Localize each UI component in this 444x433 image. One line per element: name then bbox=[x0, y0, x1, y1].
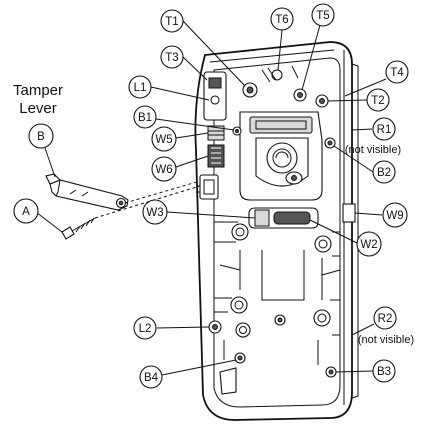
callout-t4: T4 bbox=[385, 60, 409, 84]
svg-text:W6: W6 bbox=[155, 164, 172, 176]
svg-text:B1: B1 bbox=[138, 112, 152, 124]
callout-b: B bbox=[28, 123, 54, 149]
assembly-line bbox=[124, 180, 201, 204]
tamper-switch bbox=[199, 174, 219, 200]
callout-w9: W9 bbox=[382, 202, 408, 228]
callout-t2: T2 bbox=[366, 88, 390, 112]
callout-r2: R2 bbox=[373, 306, 397, 330]
svg-text:T1: T1 bbox=[165, 16, 178, 28]
svg-text:R1: R1 bbox=[377, 124, 392, 136]
tamper-lever-part bbox=[45, 173, 129, 211]
cam-disc bbox=[266, 142, 298, 174]
callout-w2: W2 bbox=[356, 231, 382, 257]
svg-text:T4: T4 bbox=[390, 67, 404, 79]
top-assembly bbox=[203, 65, 329, 121]
svg-text:L2: L2 bbox=[139, 323, 152, 335]
svg-text:R2: R2 bbox=[378, 313, 393, 325]
callout-a: A bbox=[13, 198, 39, 224]
callout-w5: W5 bbox=[151, 126, 177, 152]
screw-a-part bbox=[61, 217, 96, 240]
svg-text:T5: T5 bbox=[316, 10, 329, 22]
leader-lines bbox=[35, 20, 387, 376]
svg-text:B4: B4 bbox=[144, 372, 159, 384]
svg-text:A: A bbox=[22, 206, 30, 218]
callout-b3: B3 bbox=[372, 359, 396, 383]
svg-text:T2: T2 bbox=[371, 95, 384, 107]
cam-assembly bbox=[239, 111, 336, 201]
callout-t6: T6 bbox=[270, 7, 294, 31]
callout-w3: W3 bbox=[142, 199, 168, 225]
svg-text:B3: B3 bbox=[377, 366, 391, 378]
screw-t6 bbox=[271, 69, 283, 81]
svg-text:T3: T3 bbox=[165, 52, 178, 64]
wire-channel-w3 bbox=[254, 209, 270, 227]
callout-w6: W6 bbox=[151, 156, 177, 182]
lower-section bbox=[208, 296, 340, 395]
callout-b2: B2 bbox=[372, 160, 396, 184]
svg-text:L1: L1 bbox=[134, 82, 147, 94]
callout-b4: B4 bbox=[139, 365, 163, 389]
callout-l2: L2 bbox=[133, 316, 157, 340]
callouts: T1 T3 T6 T5 T4 T2 L1 B1 bbox=[13, 3, 414, 389]
tab-w9 bbox=[342, 203, 356, 223]
svg-text:B2: B2 bbox=[377, 167, 391, 179]
tamper-lever-title-line2: Lever bbox=[19, 100, 57, 117]
callout-l1: L1 bbox=[128, 75, 152, 99]
svg-text:W9: W9 bbox=[386, 210, 403, 222]
callout-t3: T3 bbox=[160, 45, 184, 69]
r1-note: (not visible) bbox=[345, 144, 401, 156]
svg-text:W3: W3 bbox=[146, 207, 163, 219]
callout-t5: T5 bbox=[311, 3, 335, 27]
r2-note: (not visible) bbox=[358, 334, 414, 346]
mid-section bbox=[214, 203, 356, 326]
lock-housing bbox=[194, 41, 359, 421]
svg-text:T6: T6 bbox=[275, 14, 288, 26]
svg-text:W2: W2 bbox=[360, 239, 377, 251]
svg-text:W5: W5 bbox=[155, 134, 172, 146]
wire-guides bbox=[196, 125, 242, 200]
tamper-lever-title: Tamper bbox=[13, 82, 63, 99]
callout-b1: B1 bbox=[133, 105, 157, 129]
callout-r1: R1 bbox=[372, 117, 396, 141]
svg-text:B: B bbox=[37, 131, 45, 143]
wire-channel-w2 bbox=[273, 211, 311, 225]
callout-t1: T1 bbox=[160, 9, 184, 33]
